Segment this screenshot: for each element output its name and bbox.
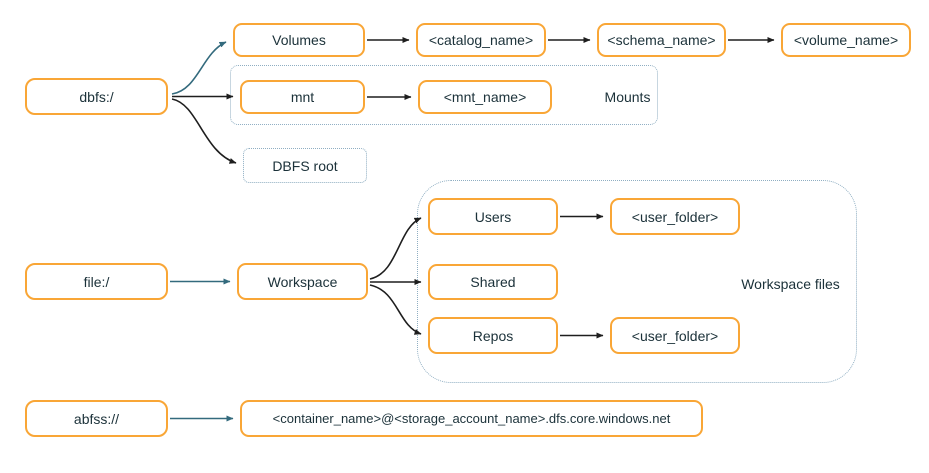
arrow-dbfs-to-dbfs-root xyxy=(171,98,237,164)
node-user-folder-top: <user_folder> xyxy=(610,198,740,235)
node-schema-name: <schema_name> xyxy=(597,23,726,57)
node-user-folder-bottom: <user_folder> xyxy=(610,317,740,354)
arrow-dbfs-to-volumes xyxy=(171,41,227,95)
node-abfss: abfss:// xyxy=(25,400,168,437)
node-shared: Shared xyxy=(428,264,558,300)
node-file: file:/ xyxy=(25,263,168,300)
node-dbfs: dbfs:/ xyxy=(25,78,168,115)
node-volumes: Volumes xyxy=(233,23,365,57)
arrow-workspace-to-users xyxy=(369,217,422,280)
node-mnt: mnt xyxy=(240,80,365,114)
node-container-storage-account: <container_name>@<storage_account_name>.… xyxy=(240,400,703,437)
node-volume-name: <volume_name> xyxy=(781,23,911,57)
workspace-files-group-label: Workspace files xyxy=(741,276,840,292)
node-dbfs-root: DBFS root xyxy=(243,148,367,183)
node-workspace: Workspace xyxy=(237,263,368,300)
node-mnt-name: <mnt_name> xyxy=(418,80,552,114)
mounts-group-label: Mounts xyxy=(604,89,651,105)
arrow-workspace-to-repos xyxy=(369,284,422,335)
node-users: Users xyxy=(428,198,558,235)
node-repos: Repos xyxy=(428,317,558,354)
node-catalog-name: <catalog_name> xyxy=(416,23,546,57)
